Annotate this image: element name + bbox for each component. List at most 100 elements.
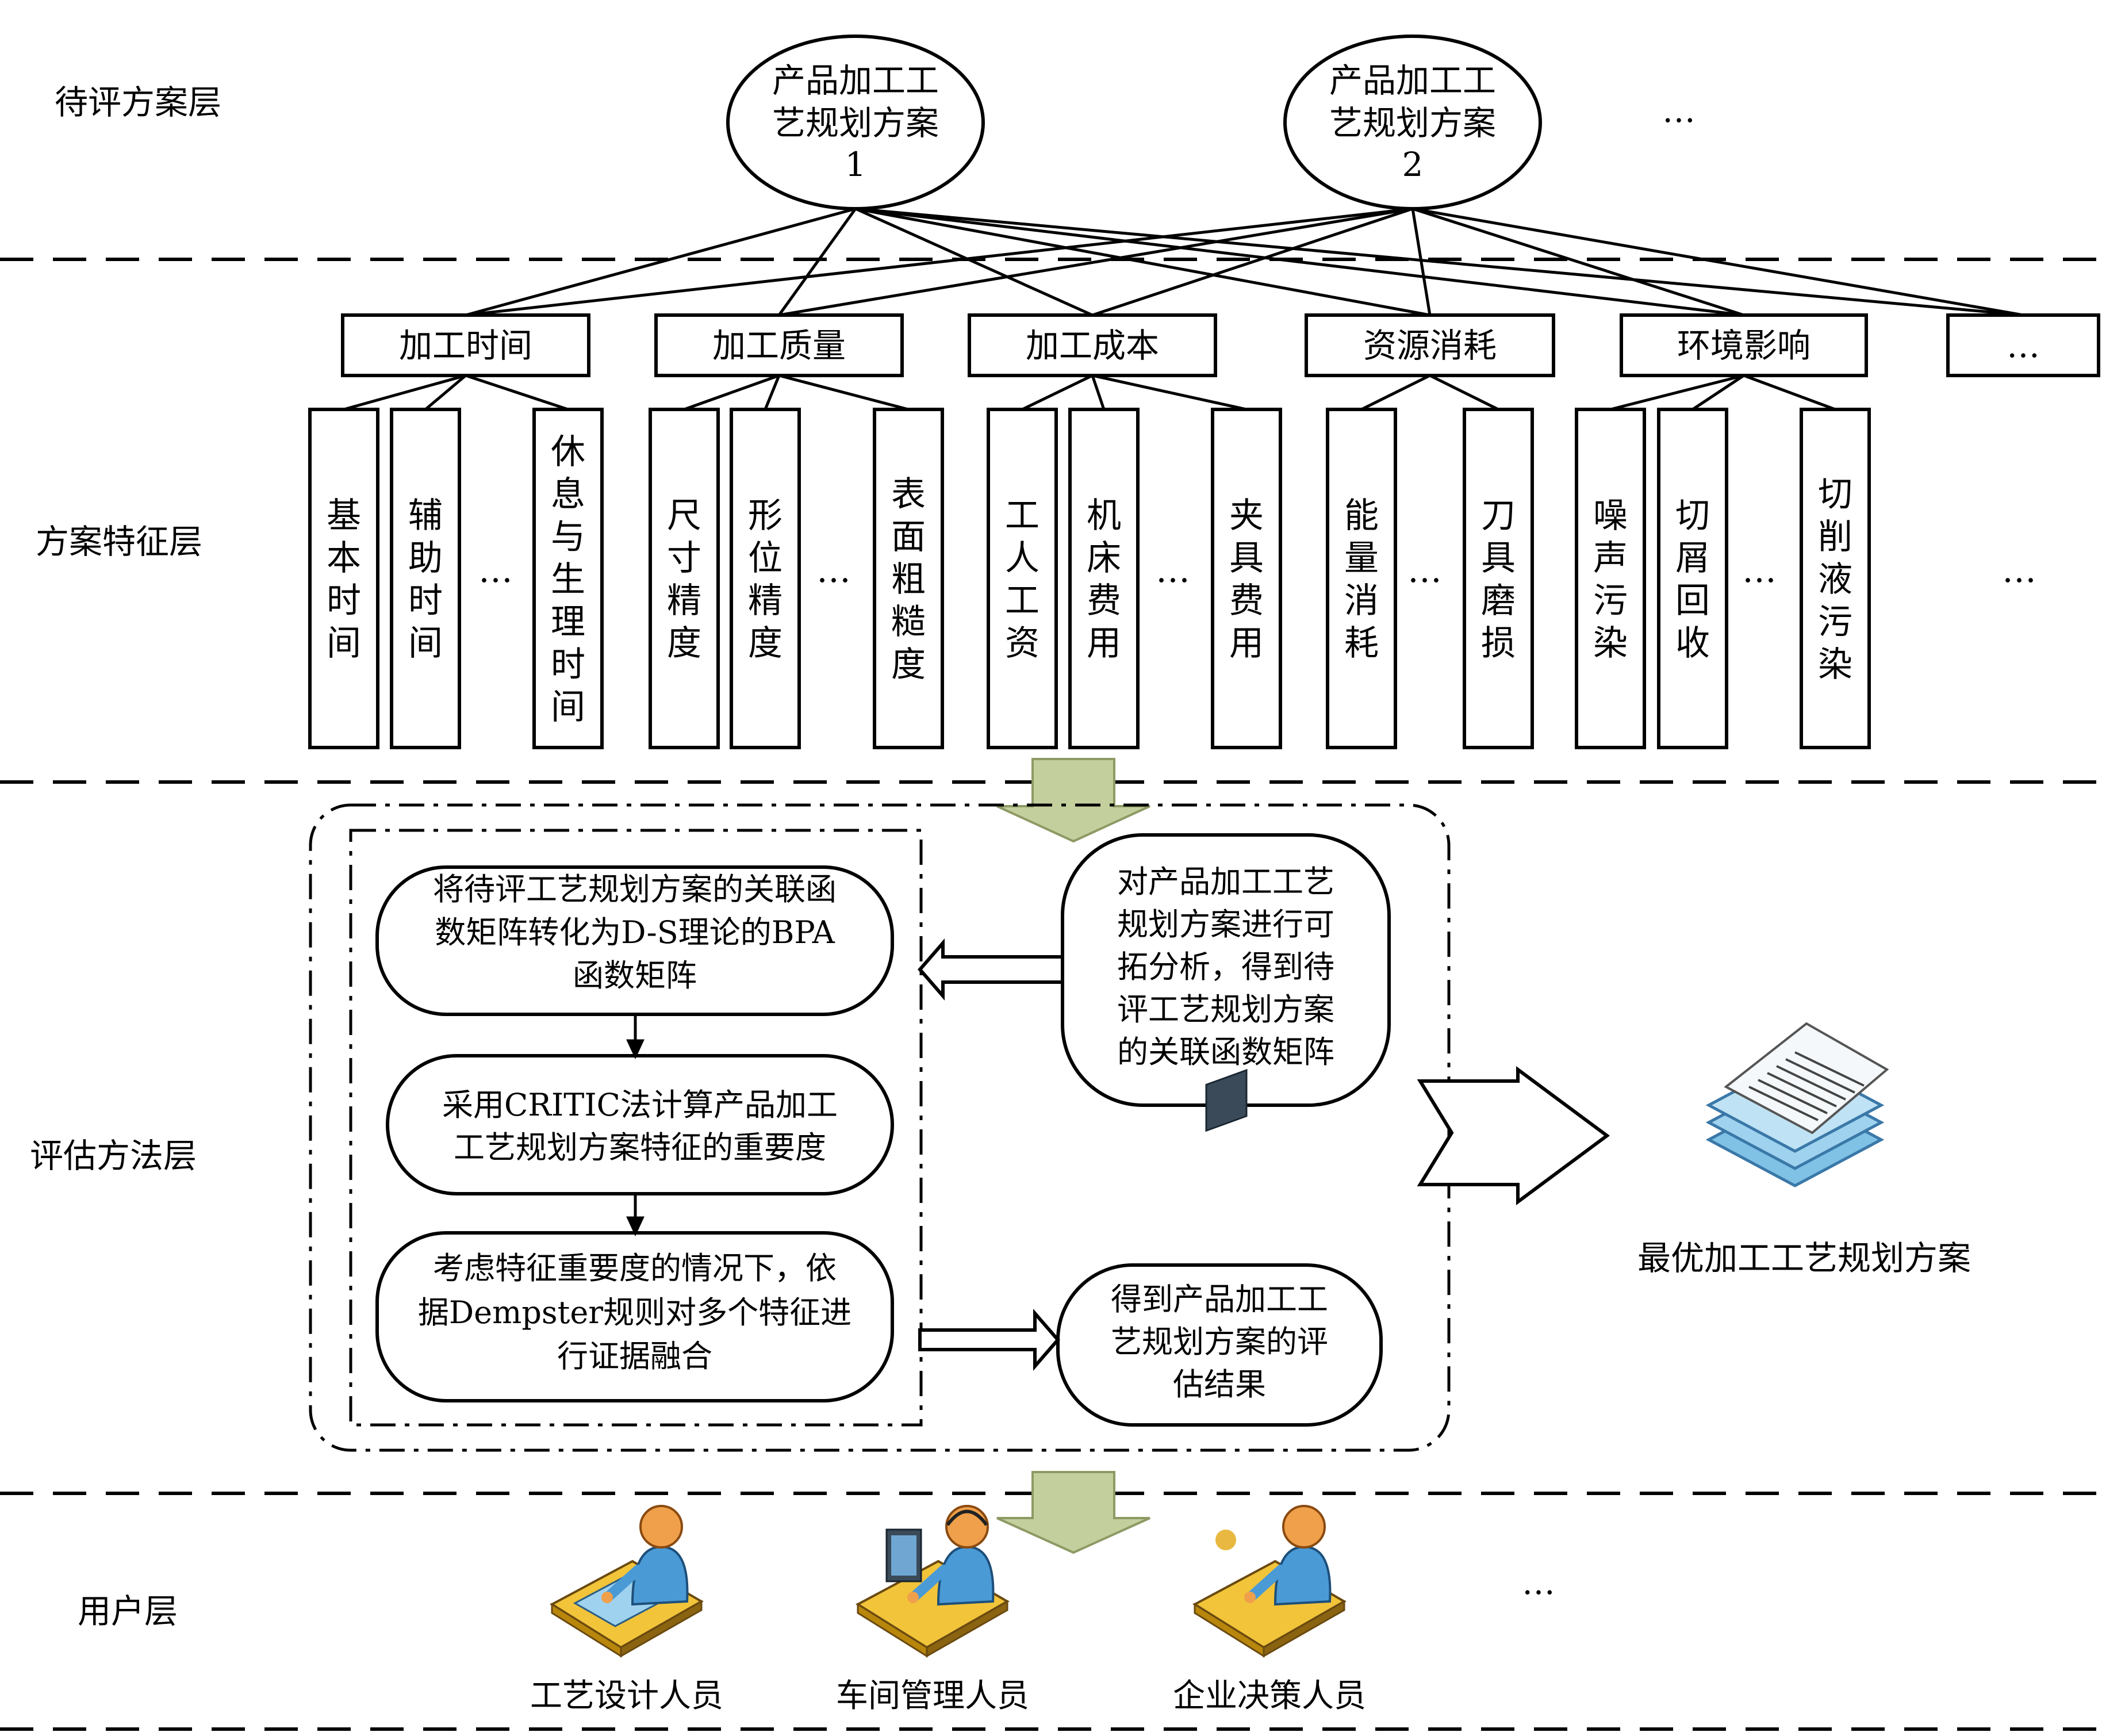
down-arrow-icon <box>996 758 1150 843</box>
feature-label: 刀具磨损 <box>1481 496 1516 664</box>
category-node: 加工质量 <box>654 313 904 377</box>
feature-node: 切削液污染 <box>1800 408 1871 749</box>
feature-node: 形位精度 <box>730 408 801 749</box>
category-node: … <box>1946 313 2100 377</box>
big-right-hollow-arrow-icon <box>1417 1066 1610 1205</box>
feature-node: 表面粗糙度 <box>873 408 944 749</box>
feature-label: 噪声污染 <box>1593 496 1628 664</box>
feature-more: … <box>816 550 851 591</box>
analysis-text-line: 的关联函数矩阵 <box>1117 1034 1334 1070</box>
feature-label: 形位精度 <box>748 496 783 664</box>
feature-label: 尺寸精度 <box>667 496 701 664</box>
feature-node: 尺寸精度 <box>649 408 720 749</box>
layer-label-users: 用户层 <box>78 1592 178 1631</box>
method-step-text-line: 行证据融合 <box>557 1338 712 1374</box>
layer-label-alternatives: 待评方案层 <box>55 83 221 122</box>
alternative-text-line: 艺规划方案 <box>772 104 939 143</box>
analysis-text-line: 评工艺规划方案 <box>1117 991 1334 1028</box>
alternatives-more: … <box>1662 91 1696 130</box>
method-step-text-line: 采用CRITIC法计算产品加工 <box>442 1087 838 1123</box>
alternative-text-line: 艺规划方案 <box>1329 104 1496 143</box>
feature-more: … <box>2002 550 2036 591</box>
connectors <box>343 207 2024 411</box>
category-label: 环境影响 <box>1677 326 1811 365</box>
features: 基本时间 辅助时间 … 休息与生理时间 尺寸精度 形位精度 … 表面粗糙度 工人工资 机床费用 … 夹… <box>308 408 2036 749</box>
method-step-text-line: 考虑特征重要度的情况下，依 <box>433 1250 837 1286</box>
document-stack-icon <box>1705 1022 1889 1187</box>
users-more: … <box>1522 1563 1555 1602</box>
feature-more: … <box>1742 550 1777 591</box>
user-label: 企业决策人员 <box>1173 1677 1366 1715</box>
analysis-text-line: 规划方案进行可 <box>1117 906 1334 942</box>
feature-node: 休息与生理时间 <box>532 408 604 749</box>
alternative-text-line: 1 <box>845 145 866 184</box>
feature-label: 能量消耗 <box>1344 496 1379 664</box>
right-hollow-arrow-icon <box>918 1308 1060 1371</box>
alternative-text-line: 产品加工工 <box>772 61 939 100</box>
feature-label: 辅助时间 <box>408 496 443 664</box>
feature-label: 夹具费用 <box>1229 496 1264 664</box>
feature-label: 切屑回收 <box>1675 496 1710 664</box>
analysis-text-line: 对产品加工工艺 <box>1117 864 1334 900</box>
alternative-text-line: 产品加工工 <box>1329 61 1496 100</box>
feature-more: … <box>1156 550 1190 591</box>
category-label: 加工成本 <box>1026 326 1159 365</box>
layer-label-method: 评估方法层 <box>30 1136 197 1175</box>
optimal-label: 最优加工工艺规划方案 <box>1637 1239 1971 1278</box>
alternative-text-line: 2 <box>1402 145 1424 184</box>
categories: 加工时间 加工质量 加工成本 资源消耗 环境影响 … <box>341 313 2100 377</box>
left-hollow-arrow-icon <box>918 938 1064 1001</box>
category-node: 环境影响 <box>1620 313 1868 377</box>
manager-icon <box>856 1505 1010 1658</box>
layer-separators <box>0 258 2102 1731</box>
feature-node: 机床费用 <box>1068 408 1140 749</box>
users: 工艺设计人员 车间管理人员 企业决策人员 <box>530 1068 1366 1715</box>
feature-node: 刀具磨损 <box>1463 408 1534 749</box>
feature-label: 工人工资 <box>1005 496 1040 664</box>
category-label: 资源消耗 <box>1363 326 1497 365</box>
layer-label-features: 方案特征层 <box>36 522 202 561</box>
method-step-text-line: 工艺规划方案特征的重要度 <box>454 1129 826 1166</box>
category-node: 加工时间 <box>341 313 590 377</box>
feature-label: 休息与生理时间 <box>551 432 585 727</box>
category-label: 加工质量 <box>712 326 846 365</box>
category-label: 加工时间 <box>399 326 532 365</box>
feature-more: … <box>1407 550 1442 591</box>
feature-node: 工人工资 <box>987 408 1058 749</box>
designer-icon <box>550 1505 704 1658</box>
method-inner-frame <box>349 829 923 1427</box>
feature-node: 夹具费用 <box>1211 408 1282 749</box>
analysis-text-line: 拓分析，得到待 <box>1117 949 1334 985</box>
method-step-text-line: 数矩阵转化为D-S理论的BPA <box>435 914 835 951</box>
feature-label: 基本时间 <box>327 496 361 664</box>
category-node: 资源消耗 <box>1305 313 1555 377</box>
feature-node: 基本时间 <box>308 408 379 749</box>
feature-node: 噪声污染 <box>1575 408 1646 749</box>
feature-label: 机床费用 <box>1087 496 1121 664</box>
step-arrows <box>626 1014 645 1236</box>
user-label: 工艺设计人员 <box>530 1677 723 1715</box>
feature-more: … <box>478 550 513 591</box>
category-node: 加工成本 <box>968 313 1217 377</box>
method-step-text-line: 函数矩阵 <box>573 957 697 994</box>
result-text-line: 估结果 <box>1173 1366 1266 1402</box>
result-text-line: 得到产品加工工 <box>1111 1281 1328 1317</box>
category-label: … <box>2007 326 2040 365</box>
method-step-text-line: 据Dempster规则对多个特征进 <box>418 1294 851 1331</box>
method-step-text-line: 将待评工艺规划方案的关联函 <box>433 871 837 907</box>
down-arrow-icon-2 <box>996 1471 1150 1554</box>
feature-node: 能量消耗 <box>1326 408 1397 749</box>
feature-label: 表面粗糙度 <box>891 474 926 685</box>
feature-node: 切屑回收 <box>1657 408 1728 749</box>
user-label: 车间管理人员 <box>836 1677 1029 1715</box>
